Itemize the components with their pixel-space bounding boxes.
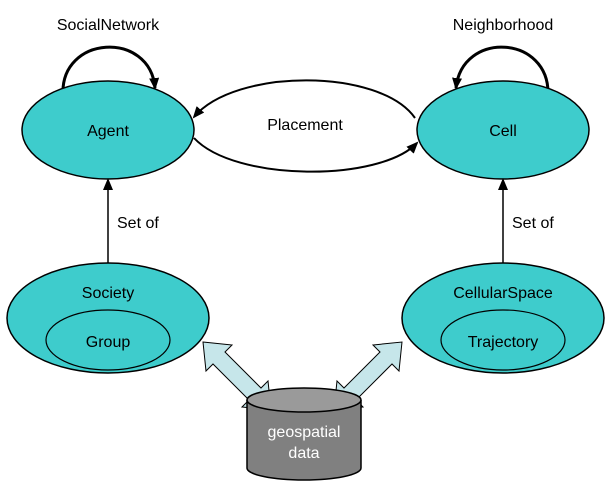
set-of-right-label: Set of — [512, 215, 554, 232]
group-node — [45, 309, 171, 371]
placement-label: Placement — [267, 117, 343, 134]
geospatial-label-line1: geospatial — [268, 424, 341, 441]
set-of-left-label: Set of — [117, 215, 159, 232]
trajectory-node — [440, 309, 566, 371]
cell-label: Cell — [489, 123, 517, 140]
geospatial-data-cylinder — [246, 387, 362, 481]
group-label: Group — [86, 334, 131, 351]
neighborhood-loop — [452, 45, 550, 96]
geospatial-label-line2: data — [288, 445, 319, 462]
social-network-label: SocialNetwork — [57, 17, 160, 34]
agent-label: Agent — [87, 123, 129, 140]
placement-arc-bottom — [193, 137, 419, 173]
neighborhood-label: Neighborhood — [453, 17, 554, 34]
trajectory-label: Trajectory — [468, 334, 539, 351]
society-label: Society — [82, 285, 134, 302]
social-network-loop — [61, 45, 160, 96]
placement-arc-top — [192, 79, 416, 119]
cellular-space-label: CellularSpace — [453, 285, 553, 302]
